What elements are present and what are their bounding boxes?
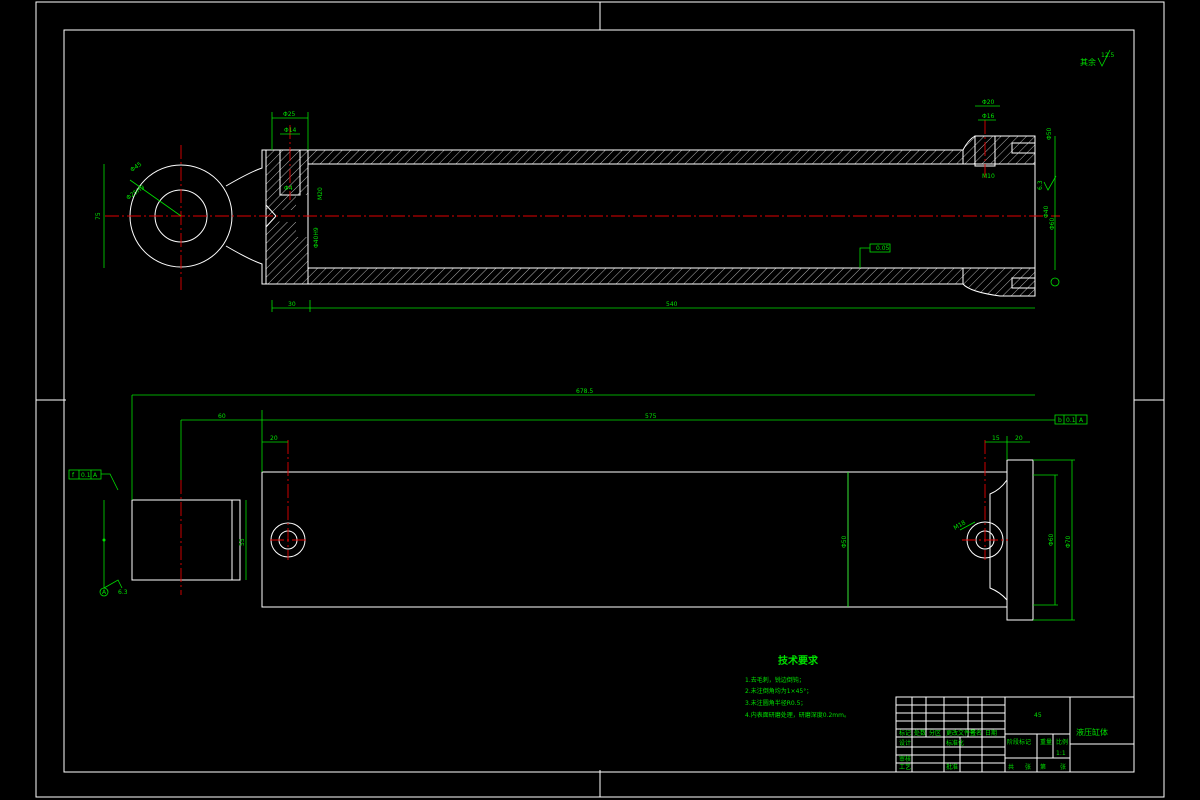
svg-text:6.3: 6.3 (118, 589, 128, 596)
svg-text:阶段标记: 阶段标记 (1007, 738, 1031, 746)
svg-text:Φ70: Φ70 (1065, 535, 1072, 548)
svg-text:张: 张 (1060, 763, 1066, 771)
svg-text:共: 共 (1008, 763, 1014, 771)
svg-text:0.05: 0.05 (876, 245, 890, 252)
svg-text:工艺: 工艺 (899, 763, 911, 771)
title-block: 标记 处数 分区 更改文件号 签名 日期 设计 标准化 审核 工艺 批准 阶段标… (895, 696, 1135, 773)
svg-text:Φ40H9: Φ40H9 (313, 227, 320, 248)
svg-text:60: 60 (218, 413, 226, 420)
svg-text:M20: M20 (317, 187, 324, 200)
svg-text:0.1: 0.1 (81, 472, 91, 479)
svg-text:6.3: 6.3 (1037, 180, 1044, 190)
tolerance-frame-left: f 0.1 A (68, 469, 119, 491)
part-name: 液压缸体 (1076, 727, 1108, 737)
svg-text:f: f (72, 472, 75, 479)
svg-text:Φ60: Φ60 (1048, 533, 1055, 546)
svg-text:处数: 处数 (914, 729, 926, 737)
svg-text:审核: 审核 (899, 755, 911, 763)
svg-text:标准化: 标准化 (946, 739, 964, 747)
svg-text:标记: 标记 (899, 729, 911, 737)
svg-text:75: 75 (95, 212, 102, 220)
roughness-note: 其余 12.5 (1080, 49, 1115, 67)
svg-text:A: A (93, 472, 98, 479)
svg-text:分区: 分区 (929, 729, 941, 737)
svg-text:Φ25: Φ25 (283, 111, 296, 118)
svg-text:Φ45: Φ45 (129, 161, 143, 174)
svg-text:第: 第 (1040, 763, 1046, 771)
svg-text:b: b (1058, 417, 1062, 424)
svg-text:55: 55 (239, 538, 246, 546)
svg-text:设计: 设计 (899, 739, 911, 747)
material: 45 (1034, 712, 1042, 719)
svg-text:Φ50: Φ50 (1046, 127, 1053, 140)
svg-text:比例: 比例 (1056, 738, 1068, 746)
svg-text:其余: 其余 (1080, 57, 1096, 67)
tech-requirements: 技术要求 1.去毛刺，锐边倒钝； 2.未注倒角均为1×45°； 3.未注圆角半径… (745, 654, 850, 719)
svg-text:1:1: 1:1 (1056, 750, 1066, 757)
tech-item: 3.未注圆角半径R0.5； (745, 699, 806, 707)
svg-text:575: 575 (645, 413, 657, 420)
svg-text:签名: 签名 (970, 729, 982, 737)
drawing-frame (63, 29, 1135, 773)
svg-text:M10: M10 (982, 173, 995, 180)
center-marks (36, 2, 1164, 797)
svg-text:Φ16: Φ16 (982, 113, 995, 120)
svg-text:678.5: 678.5 (576, 388, 593, 395)
svg-text:Φ14: Φ14 (284, 127, 297, 134)
tech-item: 1.去毛刺，锐边倒钝； (745, 676, 805, 684)
svg-text:15: 15 (992, 435, 1000, 442)
svg-text:张: 张 (1025, 763, 1031, 771)
svg-text:Φ20: Φ20 (982, 99, 995, 106)
svg-text:Φ4: Φ4 (284, 185, 293, 192)
svg-text:更改文件号: 更改文件号 (946, 729, 976, 737)
svg-text:Φ25H9: Φ25H9 (125, 184, 146, 202)
svg-text:20: 20 (270, 435, 278, 442)
svg-text:540: 540 (666, 301, 678, 308)
tolerance-frame-right: b 0.1 A (1035, 414, 1088, 425)
tech-title: 技术要求 (778, 654, 819, 667)
svg-text:Φ40: Φ40 (1043, 205, 1050, 218)
svg-text:Φ60: Φ60 (1049, 217, 1056, 230)
sheet-border (35, 1, 1165, 798)
svg-text:0.1: 0.1 (1066, 417, 1076, 424)
svg-text:30: 30 (288, 301, 296, 308)
svg-text:M18: M18 (953, 519, 968, 532)
svg-text:20: 20 (1015, 435, 1023, 442)
svg-text:Φ50: Φ50 (841, 535, 848, 548)
svg-text:日期: 日期 (985, 729, 997, 737)
svg-text:A: A (1079, 417, 1084, 424)
svg-text:A: A (102, 589, 107, 596)
top-view: 75 Φ25H9 Φ45 Φ25 Φ14 Φ4 M20 Φ40H9 30 540… (95, 99, 1060, 312)
tech-item: 4.内表面研磨处理，研磨深度0.2mm。 (745, 711, 850, 719)
svg-text:12.5: 12.5 (1101, 52, 1115, 59)
bottom-view: 678.5 60 575 20 15 20 Φ70 Φ60 Φ50 55 M18… (68, 388, 1088, 621)
svg-text:批准: 批准 (946, 763, 958, 771)
svg-text:重量: 重量 (1040, 738, 1052, 746)
tech-item: 2.未注倒角均为1×45°； (745, 687, 812, 695)
